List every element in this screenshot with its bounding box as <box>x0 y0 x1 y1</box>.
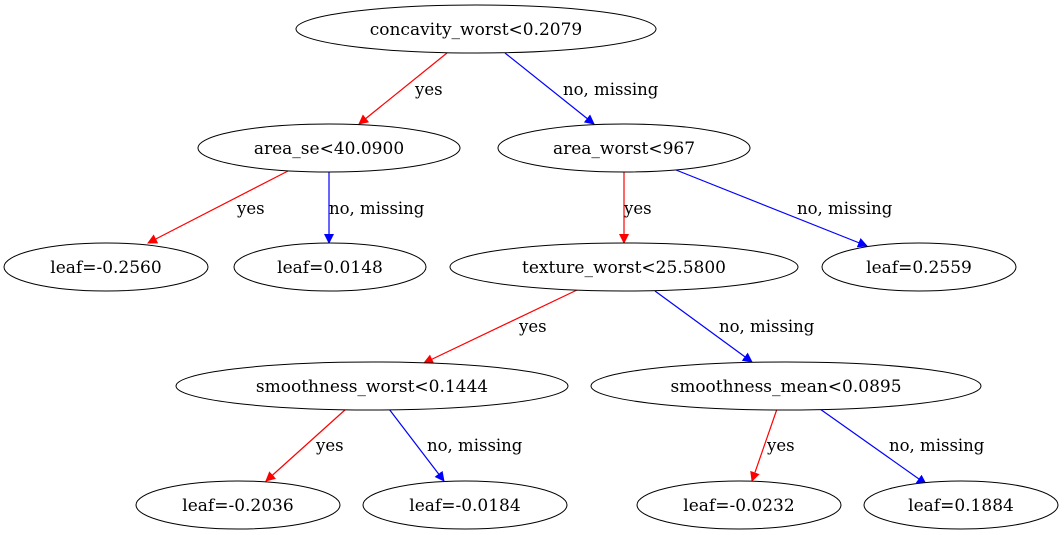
node-label: texture_worst<25.5800 <box>522 258 726 278</box>
edge-label: yes <box>623 199 652 218</box>
edge-no-missing <box>504 52 595 125</box>
node-smoothness-worst: smoothness_worst<0.1444 <box>175 361 569 411</box>
leaf-node: leaf=0.2559 <box>821 242 1017 292</box>
node-label: leaf=-0.0232 <box>683 496 794 516</box>
edge-yes <box>750 408 778 482</box>
edge-label: yes <box>518 317 547 336</box>
edge-no-missing <box>675 169 868 248</box>
edge-no-missing <box>654 290 753 363</box>
node-label: area_se<40.0900 <box>254 139 404 159</box>
edge-labels-layer: yes no, missing yes no, missing yes no, missi… <box>236 80 985 455</box>
node-area-worst: area_worst<967 <box>497 123 751 173</box>
edge-label: no, missing <box>329 199 425 218</box>
edge-yes <box>423 289 578 364</box>
edge-label: no, missing <box>427 436 523 455</box>
node-label: leaf=-0.2560 <box>50 258 161 278</box>
leaf-node: leaf=-0.0184 <box>362 480 568 530</box>
leaf-node: leaf=0.1884 <box>863 480 1059 530</box>
edge-label: no, missing <box>719 317 815 336</box>
nodes-layer: concavity_worst<0.2079 area_se<40.0900 a… <box>3 4 1059 530</box>
edge-label: no, missing <box>797 199 893 218</box>
node-label: leaf=-0.0184 <box>409 496 520 516</box>
leaf-node: leaf=-0.2560 <box>3 242 209 292</box>
node-label: concavity_worst<0.2079 <box>370 20 583 40</box>
node-area-se: area_se<40.0900 <box>197 123 461 173</box>
edge-yes <box>265 408 347 482</box>
node-concavity-worst: concavity_worst<0.2079 <box>295 4 657 54</box>
node-texture-worst: texture_worst<25.5800 <box>449 242 799 292</box>
node-label: leaf=0.0148 <box>277 258 383 278</box>
node-label: leaf=0.2559 <box>866 258 972 278</box>
edge-no-missing <box>388 408 445 482</box>
edge-label: no, missing <box>563 80 659 99</box>
edge-label: yes <box>236 199 265 218</box>
edges-layer <box>147 52 927 485</box>
edge-label: yes <box>766 436 795 455</box>
edge-yes <box>147 170 289 244</box>
edge-label: yes <box>414 80 443 99</box>
leaf-node: leaf=-0.2036 <box>135 480 341 530</box>
edge-label: yes <box>315 436 344 455</box>
edge-yes <box>358 52 448 125</box>
leaf-node: leaf=0.0148 <box>233 242 427 292</box>
leaf-node: leaf=-0.0232 <box>636 480 842 530</box>
node-label: leaf=0.1884 <box>908 496 1014 516</box>
edge-no-missing <box>819 408 927 485</box>
node-label: smoothness_mean<0.0895 <box>670 377 901 397</box>
edge-label: no, missing <box>889 436 985 455</box>
node-smoothness-mean: smoothness_mean<0.0895 <box>590 361 982 411</box>
node-label: smoothness_worst<0.1444 <box>256 377 488 397</box>
node-label: area_worst<967 <box>553 139 695 159</box>
node-label: leaf=-0.2036 <box>182 496 293 516</box>
